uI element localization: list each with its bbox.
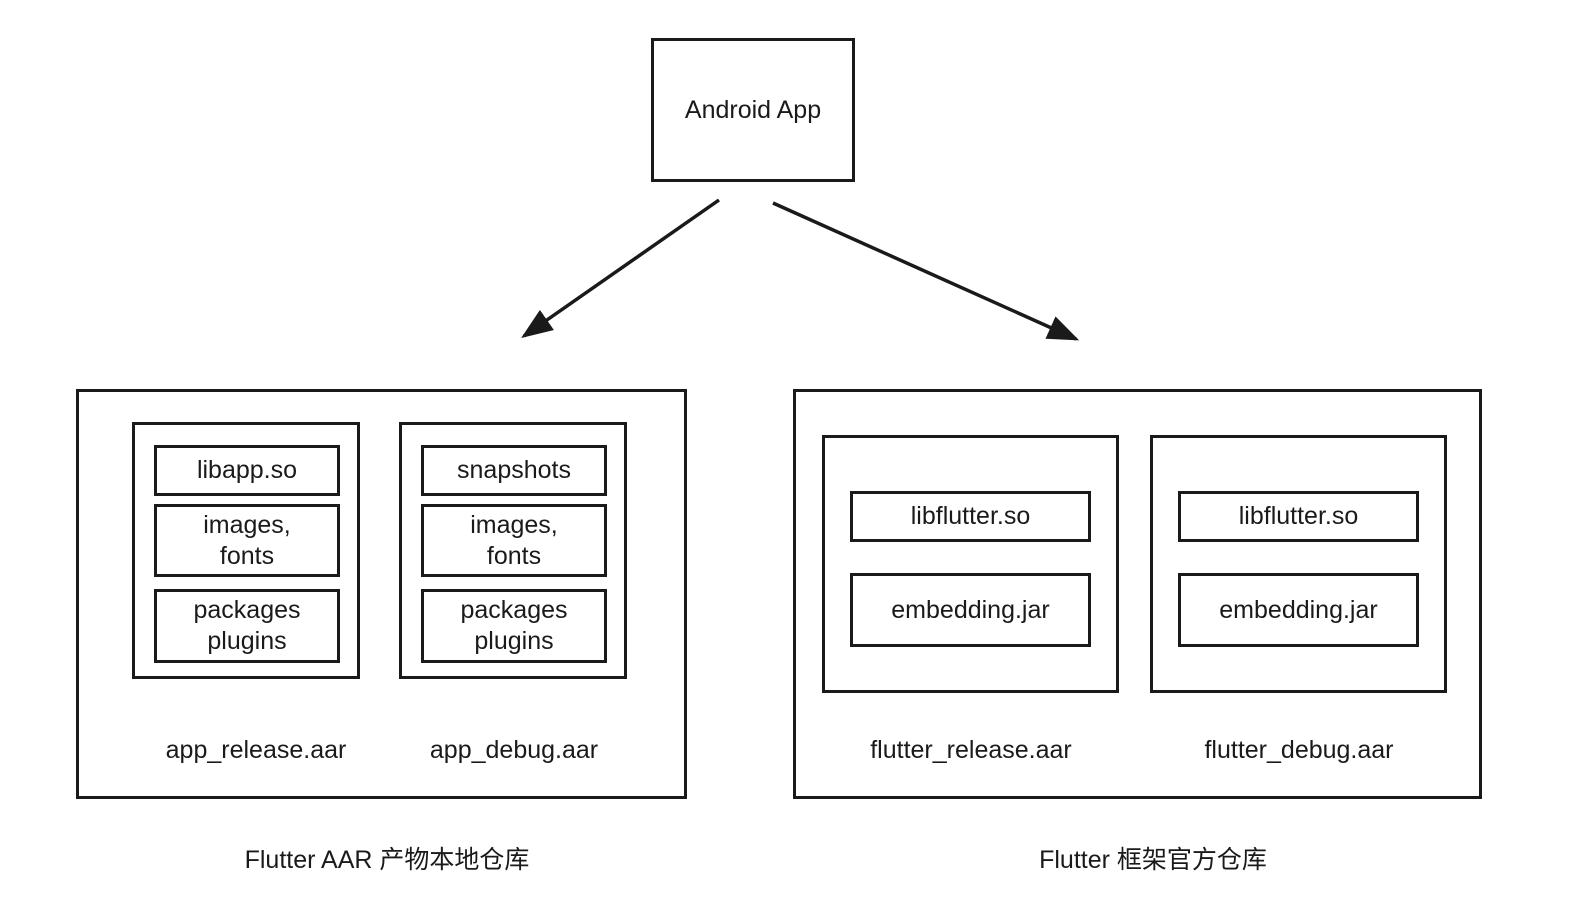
app-release-aar-label: app_release.aar	[165, 736, 347, 764]
packages-plugins-item: packages plugins	[154, 589, 340, 663]
images-fonts-item: images, fonts	[154, 504, 340, 577]
item-label-line2: plugins	[207, 627, 287, 655]
flutter-debug-aar-box	[1150, 435, 1447, 693]
item-label: libapp.so	[196, 456, 298, 484]
item-label: libflutter.so	[1238, 502, 1359, 530]
arrow-to-local-repo	[521, 198, 721, 339]
flutter-release-aar-box	[822, 435, 1119, 693]
images-fonts-item: images, fonts	[421, 504, 607, 577]
item-label-line2: fonts	[486, 541, 542, 570]
android-app-node: Android App	[651, 38, 855, 182]
item-label-line1: packages	[460, 596, 568, 624]
app-debug-aar-label: app_debug.aar	[429, 736, 599, 764]
packages-plugins-item: packages plugins	[421, 589, 607, 663]
embedding-jar-item: embedding.jar	[850, 573, 1091, 647]
item-label: libflutter.so	[910, 502, 1031, 530]
flutter-release-aar-label: flutter_release.aar	[870, 736, 1072, 764]
item-label-line1: images,	[203, 510, 291, 539]
snapshots-item: snapshots	[421, 445, 607, 496]
libapp-so-item: libapp.so	[154, 445, 340, 496]
official-flutter-repo-caption: Flutter 框架官方仓库	[1039, 846, 1267, 874]
item-label-line1: packages	[193, 596, 301, 624]
item-label: snapshots	[457, 456, 571, 484]
libflutter-so-item: libflutter.so	[850, 491, 1091, 542]
item-label-line2: fonts	[219, 541, 275, 570]
android-app-label: Android App	[684, 95, 822, 124]
item-label: embedding.jar	[891, 595, 1050, 624]
item-label: embedding.jar	[1219, 595, 1378, 624]
libflutter-so-item: libflutter.so	[1178, 491, 1419, 542]
item-label-line2: plugins	[474, 627, 554, 655]
item-label-line1: images,	[470, 510, 558, 539]
arrow-to-official-repo	[772, 201, 1080, 341]
embedding-jar-item: embedding.jar	[1178, 573, 1419, 647]
local-aar-repo-caption: Flutter AAR 产物本地仓库	[244, 846, 530, 874]
flutter-debug-aar-label: flutter_debug.aar	[1204, 736, 1394, 764]
